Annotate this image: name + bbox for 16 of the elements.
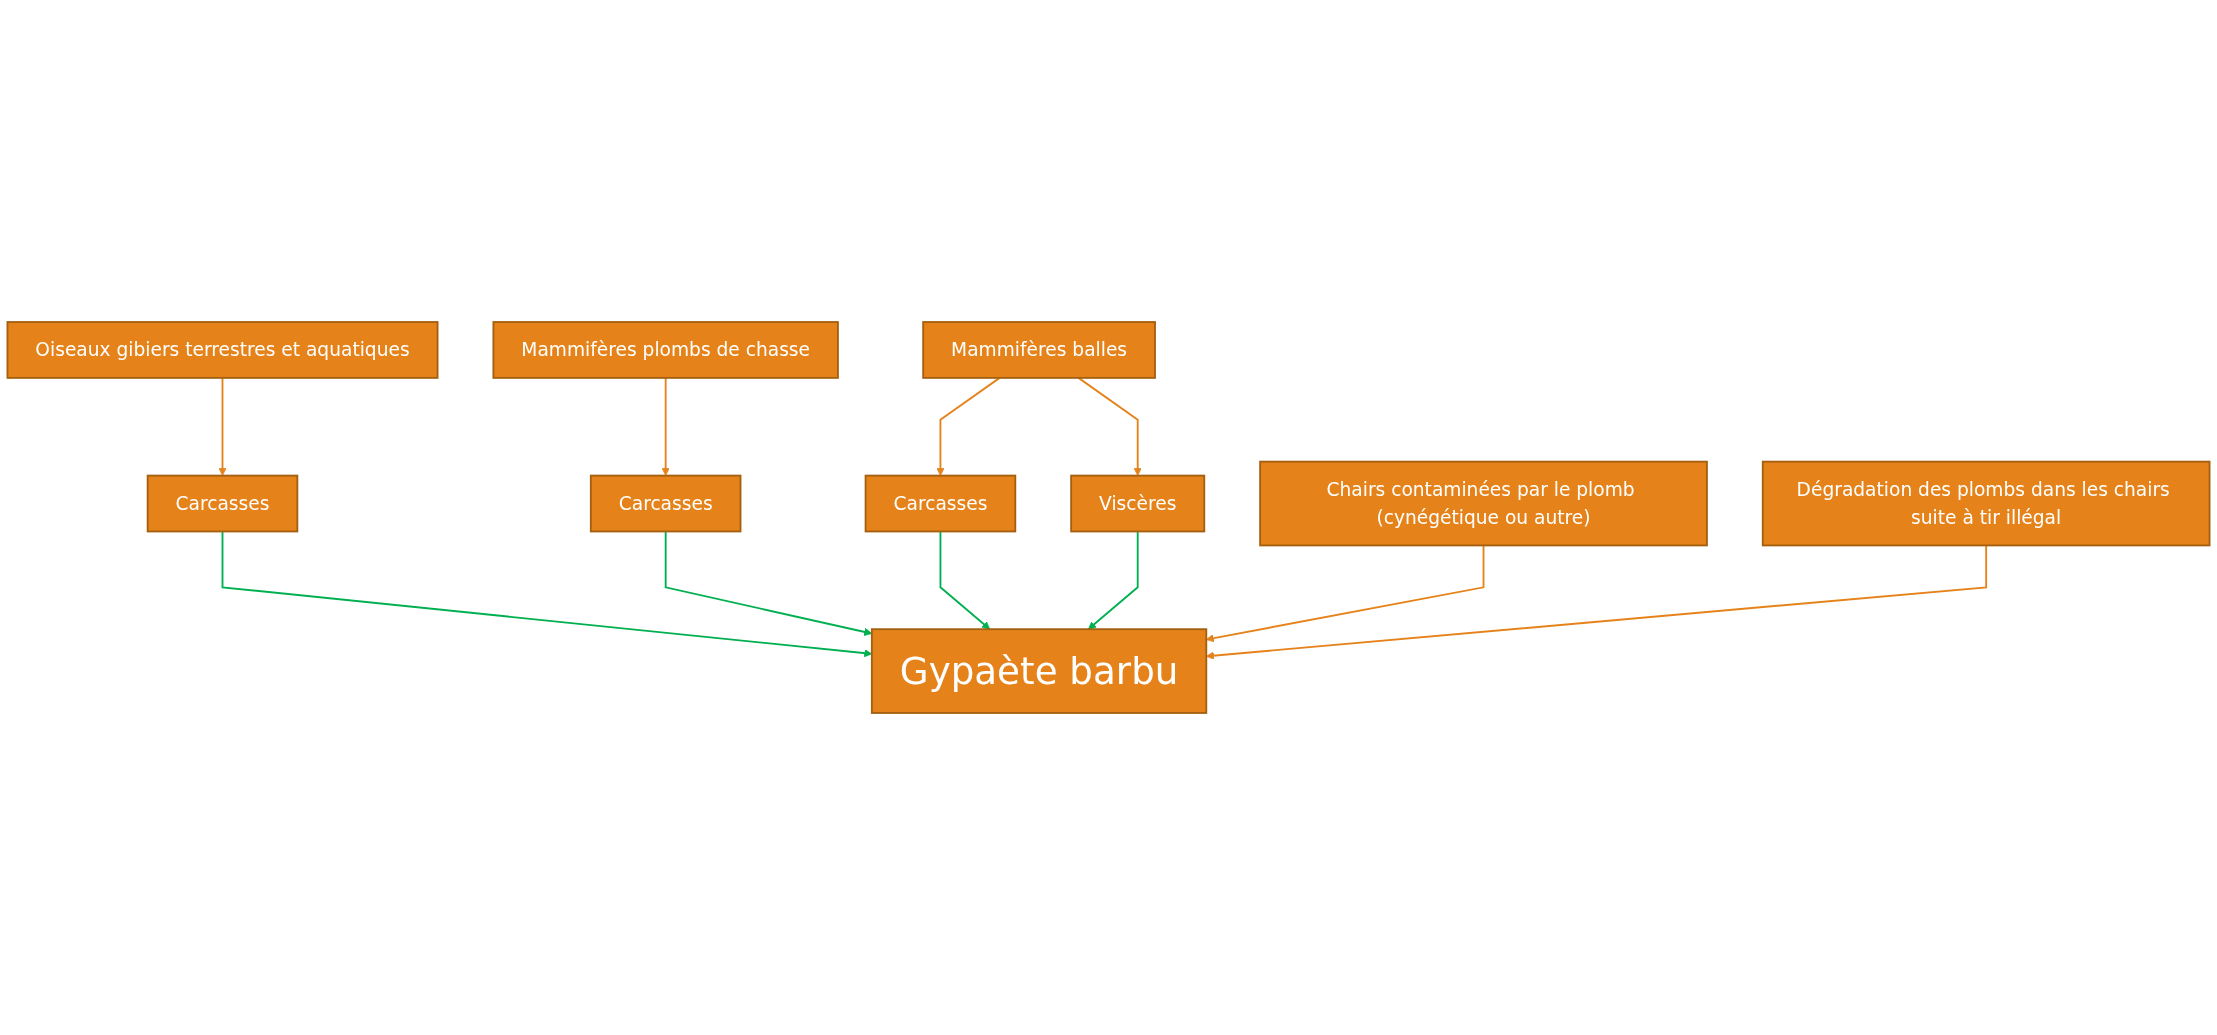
arrow: [661, 376, 670, 476]
node-box: Carcasses: [589, 474, 742, 533]
node-box: Oiseaux gibiers terrestres et aquatiques: [6, 321, 439, 379]
node-box: Chairs contaminées par le plomb (cynégétique ou autre): [1259, 460, 1708, 547]
node-box: Gypaète barbu: [870, 628, 1208, 714]
node-box: Carcasses: [864, 474, 1017, 533]
node-box: Dégradation des plombs dans les chairs suite à tir illégal: [1761, 460, 2211, 547]
node-box: Carcasses: [146, 474, 299, 533]
node-box: Mammifères balles: [922, 321, 1156, 379]
arrow: [218, 376, 227, 476]
node-box: Mammifères plombs de chasse: [492, 321, 839, 379]
arrow: [1088, 530, 1139, 630]
arrow: [936, 376, 1001, 476]
arrow: [1077, 376, 1142, 476]
arrow: [939, 530, 991, 630]
node-box: Viscères: [1070, 474, 1206, 533]
